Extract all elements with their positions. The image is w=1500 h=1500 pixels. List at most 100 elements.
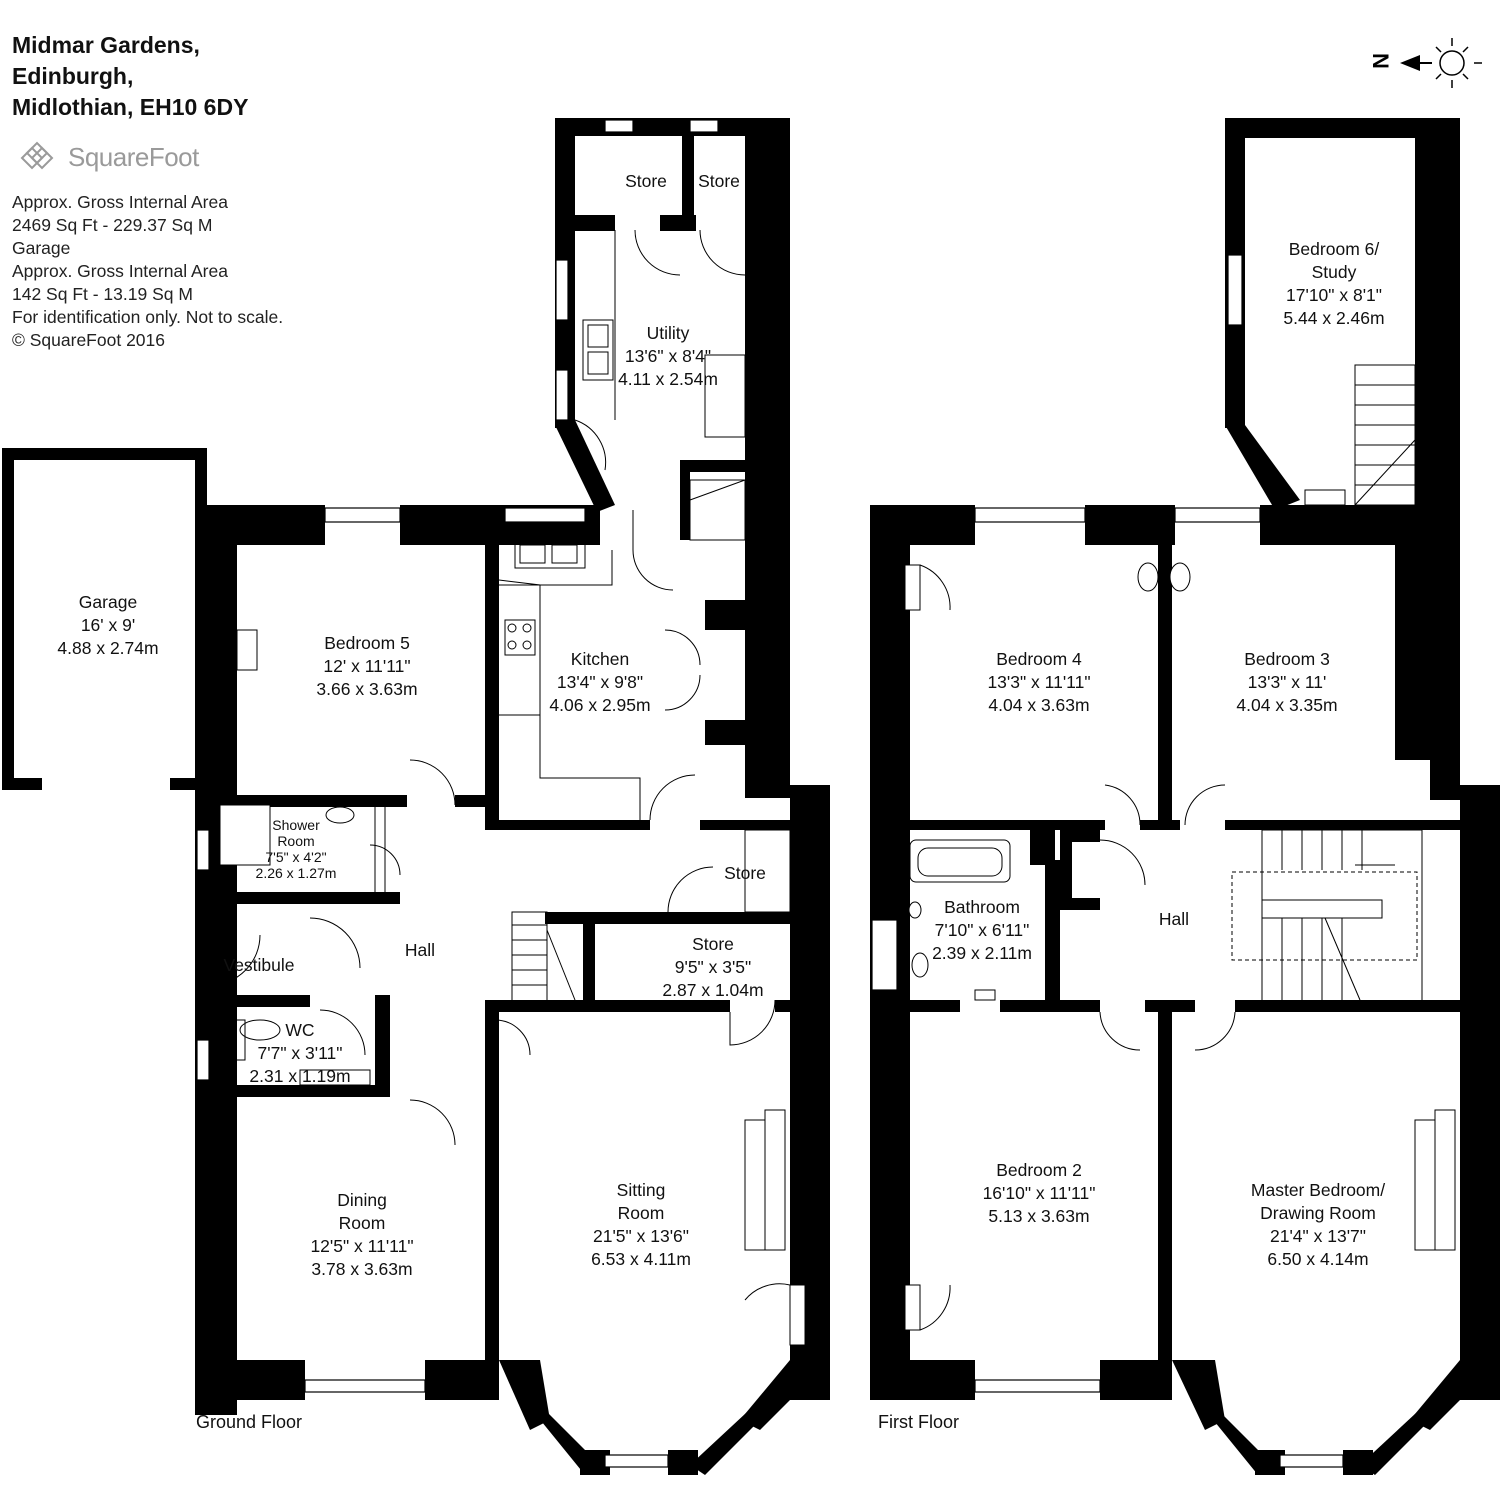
room-name: Bedroom 3 (1244, 649, 1330, 669)
info-line-1: Approx. Gross Internal Area (12, 192, 228, 212)
room-imperial: 13'6" x 8'4" (624, 346, 712, 366)
room-name-1: Shower (272, 817, 320, 833)
room-metric: 4.04 x 3.35m (1236, 695, 1338, 715)
room-name-1: Dining (337, 1190, 387, 1210)
info-line-3: Garage (12, 238, 71, 258)
room-name-1: Sitting (616, 1180, 666, 1200)
room-name-1: Bedroom 6/ (1288, 239, 1380, 259)
room-garage: Garage 16' x 9' 4.88 x 2.74m (57, 591, 158, 660)
room-imperial: 7'7" x 3'11" (257, 1043, 343, 1063)
room-metric: 3.66 x 3.63m (316, 679, 418, 699)
room-metric: 6.53 x 4.11m (591, 1249, 691, 1269)
room-name: Store (698, 171, 740, 191)
room-name-1: Master Bedroom/ (1250, 1180, 1386, 1200)
room-metric: 2.31 x 1.19m (249, 1066, 351, 1086)
room-imperial: 13'3" x 11'11" (987, 672, 1091, 692)
ground-floor-walls (2, 118, 830, 1475)
squarefoot-logo-icon (20, 141, 54, 170)
room-bathroom: Bathroom 7'10" x 6'11" 2.39 x 2.11m (932, 896, 1032, 965)
room-hall-ground: Hall (405, 939, 435, 962)
room-store-c: Store (724, 862, 766, 885)
room-shower: Shower Room 7'5" x 4'2" 2.26 x 1.27m (256, 817, 337, 881)
room-name: Store (625, 171, 667, 191)
room-name-2: Room (617, 1203, 665, 1223)
first-floor-walls (870, 118, 1500, 1475)
property-address: Midmar Gardens, Edinburgh, Midlothian, E… (12, 30, 248, 123)
area-info: Approx. Gross Internal Area 2469 Sq Ft -… (12, 191, 283, 352)
room-kitchen: Kitchen 13'4" x 9'8" 4.06 x 2.95m (549, 648, 650, 717)
room-metric: 2.26 x 1.27m (255, 865, 337, 881)
room-metric: 6.50 x 4.14m (1267, 1249, 1369, 1269)
room-name: Vestibule (223, 955, 295, 975)
address-line-2: Edinburgh, (12, 63, 134, 89)
room-metric: 4.06 x 2.95m (549, 695, 651, 715)
north-arrow-sun-icon: N (1368, 38, 1482, 88)
info-line-6: For identification only. Not to scale. (12, 307, 284, 327)
room-imperial: 7'10" x 6'11" (934, 920, 1030, 940)
room-name: Hall (1158, 909, 1190, 929)
room-name: Utility (646, 323, 690, 343)
room-metric: 4.11 x 2.54m (618, 369, 718, 389)
room-bedroom-4: Bedroom 4 13'3" x 11'11" 4.04 x 3.63m (987, 648, 1090, 717)
room-name: Bedroom 4 (996, 649, 1082, 669)
room-name-2: Room (338, 1213, 386, 1233)
address-line-3: Midlothian, EH10 6DY (12, 94, 249, 120)
brand-name: SquareFoot (68, 142, 199, 172)
room-metric: 3.78 x 3.63m (311, 1259, 413, 1279)
room-imperial: 7'5" x 4'2" (265, 849, 327, 865)
ground-floor-fixtures (209, 229, 806, 1346)
ground-floor-windows (196, 119, 751, 1468)
info-line-5: 142 Sq Ft - 13.19 Sq M (12, 284, 193, 304)
room-store-d: Store 9'5" x 3'5" 2.87 x 1.04m (662, 933, 763, 1002)
room-imperial: 21'4" x 13'7" (1270, 1226, 1366, 1246)
room-store-b: Store (698, 170, 740, 193)
room-metric: 2.87 x 1.04m (662, 980, 764, 1000)
floor-label-ground: Ground Floor (196, 1412, 303, 1432)
first-floor-fixtures (904, 364, 1456, 1331)
room-metric: 4.04 x 3.63m (988, 695, 1090, 715)
room-name: Store (724, 863, 766, 883)
room-name: Bedroom 2 (996, 1160, 1082, 1180)
room-name-2: Study (1311, 262, 1357, 282)
room-name-2: Drawing Room (1260, 1203, 1376, 1223)
room-imperial: 13'3" x 11' (1247, 672, 1327, 692)
room-name: Garage (78, 592, 138, 612)
room-store-a: Store (625, 170, 667, 193)
room-imperial: 12' x 11'11" (323, 656, 411, 676)
room-name: Bathroom (944, 897, 1020, 917)
room-metric: 5.44 x 2.46m (1283, 308, 1385, 328)
room-hall-first: Hall (1159, 908, 1189, 931)
info-line-7: © SquareFoot 2016 (12, 330, 165, 350)
info-line-4: Approx. Gross Internal Area (12, 261, 228, 281)
compass-north-label: N (1368, 53, 1393, 69)
room-sitting: Sitting Room 21'5" x 13'6" 6.53 x 4.11m (591, 1179, 691, 1271)
room-name: WC (285, 1020, 315, 1040)
room-name: Hall (404, 940, 436, 960)
room-bedroom-5: Bedroom 5 12' x 11'11" 3.66 x 3.63m (316, 632, 417, 701)
room-bedroom-3: Bedroom 3 13'3" x 11' 4.04 x 3.35m (1236, 648, 1337, 717)
room-name-2: Room (277, 833, 315, 849)
info-line-2: 2469 Sq Ft - 229.37 Sq M (12, 215, 213, 235)
room-dining: Dining Room 12'5" x 11'11" 3.78 x 3.63m (310, 1189, 413, 1281)
room-imperial: 21'5" x 13'6" (593, 1226, 689, 1246)
address-line-1: Midmar Gardens, (12, 32, 200, 58)
room-imperial: 13'4" x 9'8" (556, 672, 644, 692)
room-metric: 4.88 x 2.74m (57, 638, 159, 658)
room-name: Bedroom 5 (324, 633, 410, 653)
room-imperial: 16'10" x 11'11" (982, 1183, 1096, 1203)
room-wc: WC 7'7" x 3'11" 2.31 x 1.19m (249, 1019, 350, 1088)
first-floor-windows (871, 254, 1421, 1468)
room-imperial: 9'5" x 3'5" (674, 957, 752, 977)
room-metric: 5.13 x 3.63m (988, 1206, 1090, 1226)
room-name: Store (692, 934, 734, 954)
room-bedroom-6: Bedroom 6/ Study 17'10" x 8'1" 5.44 x 2.… (1283, 238, 1384, 330)
room-utility: Utility 13'6" x 8'4" 4.11 x 2.54m (618, 322, 718, 391)
floor-label-first: First Floor (878, 1412, 959, 1432)
entrance-arrow-icon (203, 930, 230, 960)
room-vestibule: Vestibule (223, 954, 294, 977)
room-bedroom-2: Bedroom 2 16'10" x 11'11" 5.13 x 3.63m (983, 1159, 1096, 1228)
room-imperial: 17'10" x 8'1" (1286, 285, 1382, 305)
room-imperial: 16' x 9' (80, 615, 136, 635)
room-master-bedroom: Master Bedroom/ Drawing Room 21'4" x 13'… (1251, 1179, 1385, 1271)
